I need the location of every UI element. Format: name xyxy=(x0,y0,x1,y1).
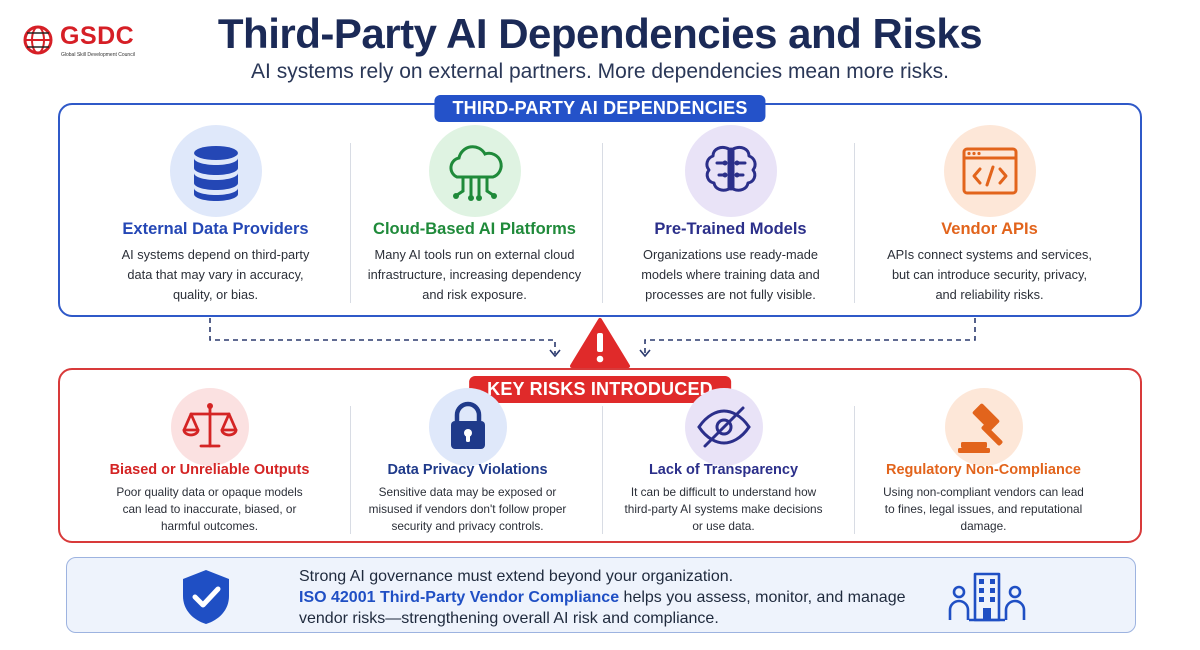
risk-desc: Sensitive data may be exposed or misused… xyxy=(368,485,567,533)
risk-title: Data Privacy Violations xyxy=(387,462,548,478)
dependency-desc: APIs connect systems and services, but c… xyxy=(887,247,1092,302)
risk-desc: Using non-compliant vendors can lead to … xyxy=(883,485,1084,533)
risk-title: Regulatory Non-Compliance xyxy=(886,462,1081,478)
divider xyxy=(854,143,855,303)
risk-card: Lack of Transparency It can be difficult… xyxy=(588,370,859,545)
scales-icon xyxy=(170,388,249,466)
database-icon xyxy=(169,125,262,217)
page-subtitle: AI systems rely on external partners. Mo… xyxy=(251,60,949,83)
dependency-desc: Many AI tools run on external cloud infr… xyxy=(367,247,582,302)
dependencies-panel: THIRD-PARTY AI DEPENDENCIES External Dat… xyxy=(58,95,1142,319)
building-people-icon xyxy=(948,572,1026,622)
divider xyxy=(854,406,855,534)
shield-check-icon xyxy=(183,570,229,624)
divider xyxy=(350,406,351,534)
divider xyxy=(350,143,351,303)
dependency-desc: Organizations use ready-made models wher… xyxy=(641,247,820,302)
logo-text: GSDC xyxy=(60,22,135,50)
iso-highlight: ISO 42001 Third-Party Vendor Compliance xyxy=(299,589,620,606)
risks-panel: KEY RISKS INTRODUCED Biased or Unreliabl… xyxy=(58,368,1142,543)
dependency-title: Vendor APIs xyxy=(941,220,1038,238)
dependency-card: Vendor APIs APIs connect systems and ser… xyxy=(854,105,1125,319)
risk-title: Biased or Unreliable Outputs xyxy=(109,462,310,478)
globe-icon xyxy=(23,25,53,55)
gavel-icon xyxy=(944,388,1023,466)
risk-card: Biased or Unreliable Outputs Poor qualit… xyxy=(74,370,345,545)
dependencies-label: THIRD-PARTY AI DEPENDENCIES xyxy=(434,95,766,122)
dependency-desc: AI systems depend on third-party data th… xyxy=(121,247,310,302)
divider xyxy=(602,406,603,534)
risk-desc: Poor quality data or opaque models can l… xyxy=(116,485,303,533)
dependency-card: Pre-Trained Models Organizations use rea… xyxy=(595,105,866,319)
risk-card: Regulatory Non-Compliance Using non-comp… xyxy=(848,370,1119,545)
risk-card: Data Privacy Violations Sensitive data m… xyxy=(332,370,603,545)
brain-icon xyxy=(684,125,777,217)
governance-line-2: ISO 42001 Third-Party Vendor Compliance … xyxy=(299,587,919,629)
risk-title: Lack of Transparency xyxy=(648,462,799,478)
governance-line-2-rest: helps you assess, monitor, and manage ve… xyxy=(299,589,906,627)
dependency-title: Cloud-Based AI Platforms xyxy=(373,220,576,238)
dependency-card: Cloud-Based AI Platforms Many AI tools r… xyxy=(339,105,610,319)
logo-subtitle: Global Skill Development Council xyxy=(61,52,135,58)
governance-line-1: Strong AI governance must extend beyond … xyxy=(299,568,734,585)
divider xyxy=(602,143,603,303)
eye-slash-icon xyxy=(684,388,763,466)
code-window-icon xyxy=(943,125,1036,217)
dependency-card: External Data Providers AI systems depen… xyxy=(80,105,351,319)
governance-callout: Strong AI governance must extend beyond … xyxy=(66,557,1136,633)
governance-text: Strong AI governance must extend beyond … xyxy=(299,566,919,629)
gsdc-logo: GSDC Global Skill Development Council xyxy=(22,20,152,60)
page-title: Third-Party AI Dependencies and Risks xyxy=(217,10,983,57)
cloud-network-icon xyxy=(428,125,521,217)
risks-label: KEY RISKS INTRODUCED xyxy=(469,376,731,403)
dependency-title: External Data Providers xyxy=(122,220,309,238)
risk-desc: It can be difficult to understand how th… xyxy=(624,485,823,533)
padlock-icon xyxy=(428,388,507,466)
dependency-title: Pre-Trained Models xyxy=(654,220,807,238)
warning-icon xyxy=(570,318,630,368)
